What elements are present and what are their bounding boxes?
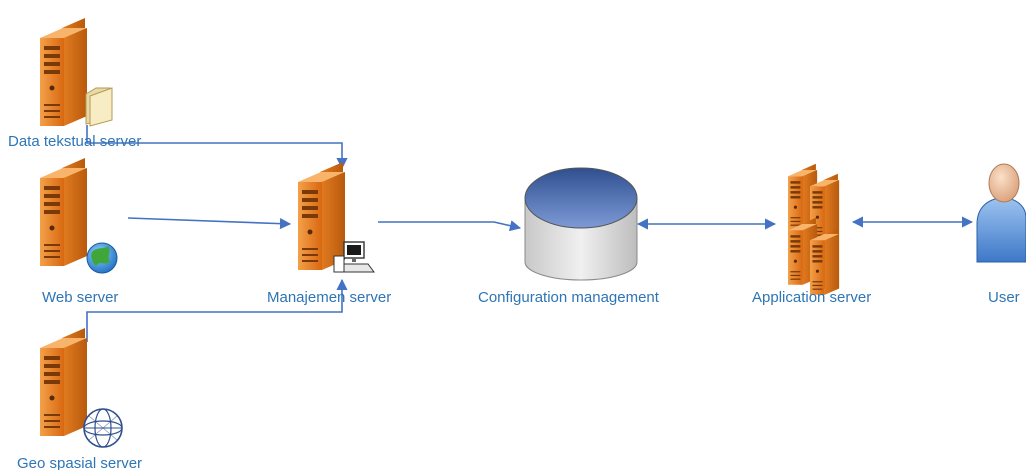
server-cluster-icon [788,163,840,295]
connector-web-to-manajemen [127,217,292,230]
configuration-management-node[interactable]: Configuration management [478,167,660,306]
application-server-label: Application server [752,289,871,306]
configuration-management-label: Configuration management [478,289,660,306]
server-with-folder-icon [40,18,113,127]
geo-spasial-server-label: Geo spasial server [17,455,142,470]
database-cylinder-icon [524,167,638,281]
connectors [86,125,974,342]
manajemen-server-label: Manajemen server [267,289,391,306]
web-server-label: Web server [42,289,118,306]
user-icon [976,163,1026,263]
data-tekstual-server-node[interactable]: Data tekstual server [8,18,141,150]
connector-manajemen-to-config [378,220,522,232]
geo-spasial-server-node[interactable]: Geo spasial server [17,328,142,470]
server-with-wireframe-globe-icon [40,328,123,448]
server-with-globe-icon [40,158,118,274]
data-tekstual-server-label: Data tekstual server [8,133,141,150]
user-label: User [988,289,1020,306]
connector-data-tekstual-to-manajemen [86,125,348,170]
connector-geo-to-manajemen [86,278,348,342]
server-with-workstation-icon [298,162,375,273]
web-server-node[interactable]: Web server [40,158,118,306]
user-node[interactable]: User [976,163,1026,306]
manajemen-server-node[interactable]: Manajemen server [267,162,391,306]
application-server-node[interactable]: Application server [752,163,871,306]
